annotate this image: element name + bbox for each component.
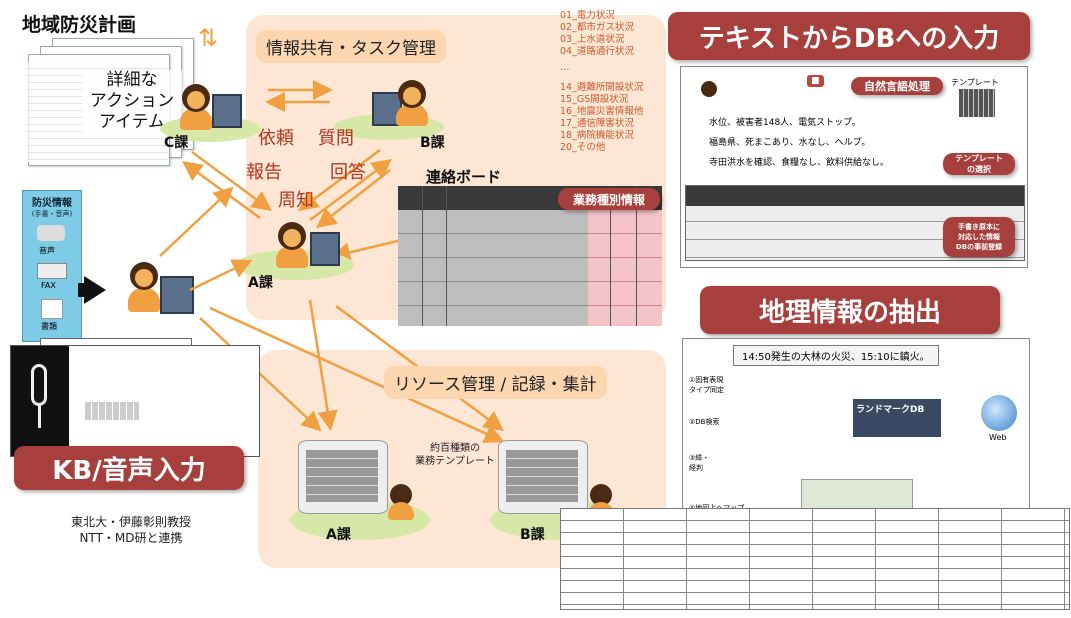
status-item: 20_その他 [560, 142, 606, 153]
verb-shitsumon: 質問 [318, 128, 354, 149]
credit: 東北大・伊藤彰則教授 NTT・MD研と連携 [36, 514, 226, 546]
phone-icon [37, 225, 65, 241]
sentence-3: 寺田洪水を確認、食糧なし、飲料供給なし。 [709, 158, 890, 168]
resource-label: リソース管理 / 記録・集計 [384, 366, 607, 399]
status-item: 03_上水道状況 [560, 34, 625, 45]
group-a2-label: A課 [326, 527, 351, 543]
template-caption: テンプレート [951, 78, 999, 87]
paper-icon [41, 299, 63, 319]
db-a: A課 [290, 430, 440, 550]
input-arrow-shaft [78, 283, 88, 297]
sentence-2: 福島県、死まこあり、水なし、ヘルプ。 [709, 138, 871, 148]
status-item: 04_道路通行状況 [560, 46, 634, 57]
verb-kaitou: 回答 [330, 162, 366, 183]
text-db-title: テキストからDBへの入力 [668, 12, 1030, 60]
text-db-panel: ■ 自然言語処理 テンプレート 水位、被害者148人、電気ストップ。 福島県、死… [680, 66, 1028, 268]
geo-title: 地理情報の抽出 [700, 286, 1000, 334]
status-item: 18_病院機能状況 [560, 130, 634, 141]
board-title: 連絡ボード [426, 168, 502, 186]
microphone-icon [31, 364, 47, 406]
template-select: テンプレート の選択 [943, 153, 1015, 175]
voice-label: 音声 [39, 246, 55, 255]
group-b-label: B課 [420, 135, 445, 151]
template-grid-icon [959, 89, 995, 117]
credit-line-1: 東北大・伊藤彰則教授 [70, 515, 191, 529]
kb-title: KB/音声入力 [14, 446, 244, 490]
docs-line-1: 詳細な [106, 70, 158, 90]
globe-icon [981, 395, 1017, 431]
status-list: 01_電力状況 02_都市ガス状況 03_上水道状況 04_道路通行状況 … 1… [560, 10, 643, 154]
status-item: 16_地震災害情報他 [560, 106, 644, 117]
template-note: 約百種類の 業務テンプレート [400, 442, 510, 468]
page-title: 地域防災計画 [22, 14, 137, 36]
geo-step-2: ②DB検索 [689, 418, 720, 426]
credit-line-2: NTT・MD研と連携 [79, 531, 183, 545]
operator-person [112, 254, 202, 324]
geo-header: 14:50発生の大林の火災、15:10に鎮火。 [733, 345, 939, 366]
status-badge: 業務種別情報 [558, 188, 660, 210]
status-item: … [560, 62, 570, 73]
nlp-label: 自然言語処理 [851, 77, 943, 95]
info-share-label: 情報共有・タスク管理 [256, 30, 446, 63]
verb-irai: 依頼 [258, 128, 294, 149]
verb-shuuchi: 周知 [278, 190, 314, 211]
group-b: B課 [334, 70, 454, 151]
group-c-label: C課 [164, 135, 189, 151]
spreadsheet [560, 508, 1070, 610]
geo-step-3: ③緯・ 経判 [689, 454, 710, 472]
status-item: 02_都市ガス状況 [560, 22, 634, 33]
sentence-1: 水位、被害者148人、電気ストップ。 [709, 118, 861, 128]
note-box: 手書き原本に 対応した情報 DBの事前登録 [943, 217, 1015, 257]
microphone-stand [38, 406, 41, 428]
status-item: 17_通信障害状況 [560, 118, 634, 129]
status-item: 01_電力状況 [560, 10, 615, 21]
docs-line-2: アクション [89, 91, 175, 111]
group-c: C課 [160, 76, 270, 156]
status-item: 14_避難所開設状況 [560, 82, 644, 93]
template-line-1: 約百種類の [430, 443, 480, 454]
group-a-label: A課 [248, 275, 273, 291]
web-label: Web [989, 433, 1007, 442]
fax-icon [37, 263, 67, 279]
paper-label: 書類 [41, 322, 57, 331]
voice-screen [10, 345, 260, 457]
docs-line-3: アイテム [98, 112, 166, 132]
bousai-sub: (手書・音声) [31, 210, 73, 218]
fax-label: FAX [41, 281, 56, 290]
bousai-title: 防災情報 [32, 198, 72, 209]
status-item: 15_GS開設状況 [560, 94, 629, 105]
voice-keys [85, 402, 139, 420]
nlp-small-tag: ■ [807, 75, 824, 87]
input-arrow-icon [84, 276, 106, 304]
geo-step-1: ①固有表現 タイプ同定 [689, 376, 724, 394]
geo-panel: 14:50発生の大林の火災、15:10に鎮火。 ①固有表現 タイプ同定 ②DB検… [682, 338, 1030, 520]
updown-arrow-icon: ⇅ [198, 24, 219, 52]
group-a: A課 [236, 210, 356, 291]
group-b2-label: B課 [520, 527, 545, 543]
landmark-db: ランドマークDB [853, 399, 941, 437]
verb-houkoku: 報告 [246, 162, 282, 183]
landmark-label: ランドマークDB [856, 405, 925, 415]
template-line-2: 業務テンプレート [415, 456, 495, 467]
